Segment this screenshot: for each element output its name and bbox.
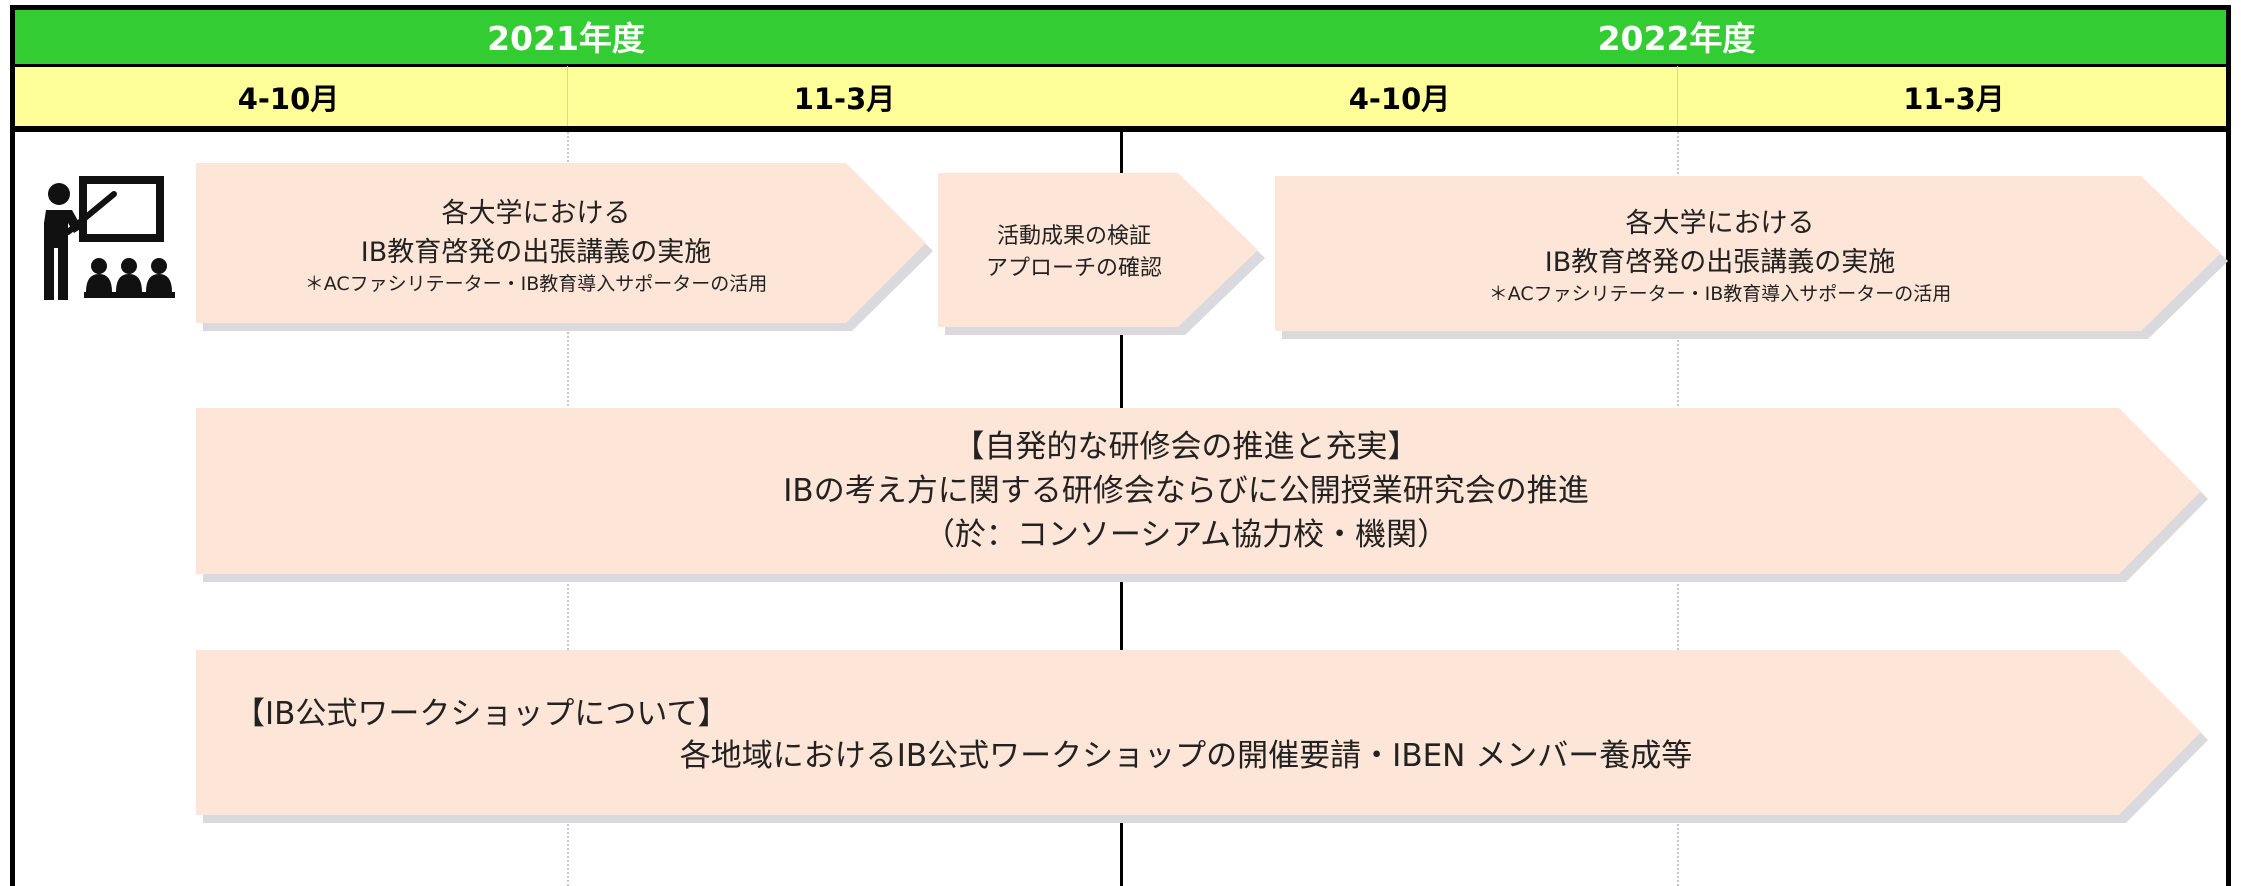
arrow-lecture-2022: 各大学における IB教育啓発の出張講義の実施 ＊ACファシリテーター・IB教育導… [1275,176,2228,339]
period-header-2022-nov-mar: 11-3月 [1677,66,2231,128]
arrow-workshop: 【IB公式ワークショップについて】 各地域におけるIB公式ワークショップの開催要… [196,650,2208,823]
arrow-subtitle: アプローチの確認 [985,256,1162,281]
period-label: 4-10月 [1348,82,1451,116]
arrow-text: 各大学における IB教育啓発の出張講義の実施 ＊ACファシリテーター・IB教育導… [1275,176,2165,331]
period-label: 11-3月 [793,82,896,116]
arrow-text: 活動成果の検証 アプローチの確認 [938,173,1210,327]
year-header-2021: 2021年度 [10,5,1122,66]
arrow-note: ＊ACファシリテーター・IB教育導入サポーターの活用 [304,272,768,295]
arrow-subtitle: IB教育啓発の出張講義の実施 [360,236,712,268]
arrow-shape [938,173,1265,335]
header-bottom-border [10,126,2231,132]
year-label: 2022年度 [1597,18,1756,58]
period-header-2022-apr-oct: 4-10月 [1122,66,1677,128]
arrow-subtitle: IBの考え方に関する研修会ならびに公開授業研究会の推進 [783,473,1589,509]
arrow-subtitle: 各地域におけるIB公式ワークショップの開催要請・IBEN メンバー養成等 [679,738,1693,774]
period-divider [567,66,568,128]
arrow-lecture-2021: 各大学における IB教育啓発の出張講義の実施 ＊ACファシリテーター・IB教育導… [196,163,933,331]
arrow-title: 【自発的な研修会の推進と充実】 [953,429,1419,465]
arrow-shape [196,650,2208,823]
arrow-title: 各大学における [441,197,631,229]
period-label: 11-3月 [1903,82,2005,116]
arrow-shape [1275,176,2228,339]
arrow-shape [196,163,933,331]
period-label: 4-10月 [237,82,340,116]
arrow-title: 各大学における [1625,208,1815,239]
arrow-text: 各大学における IB教育啓発の出張講義の実施 ＊ACファシリテーター・IB教育導… [196,163,876,323]
arrow-note: ＊ACファシリテーター・IB教育導入サポーターの活用 [1488,283,1952,305]
arrow-shape [196,408,2208,582]
period-header-2021-apr-oct: 4-10月 [10,66,567,128]
year-label: 2021年度 [487,18,645,58]
period-header-2021-nov-mar: 11-3月 [567,66,1122,128]
arrow-note: （於：コンソーシアム協力校・機関） [923,517,1449,553]
arrow-title: 活動成果の検証 [996,224,1151,249]
arrow-training: 【自発的な研修会の推進と充実】 IBの考え方に関する研修会ならびに公開授業研究会… [196,408,2208,582]
arrow-title: 【IB公式ワークショップについて】 [234,696,729,732]
header-separator [10,64,2231,67]
period-divider [1677,66,1678,128]
teacher-presentation-icon [28,170,178,305]
year-header-2022: 2022年度 [1122,5,2231,66]
arrow-subtitle: IB教育啓発の出張講義の実施 [1544,247,1896,278]
arrow-verification: 活動成果の検証 アプローチの確認 [938,173,1265,335]
arrow-text: 【自発的な研修会の推進と充実】 IBの考え方に関する研修会ならびに公開授業研究会… [196,408,2176,574]
